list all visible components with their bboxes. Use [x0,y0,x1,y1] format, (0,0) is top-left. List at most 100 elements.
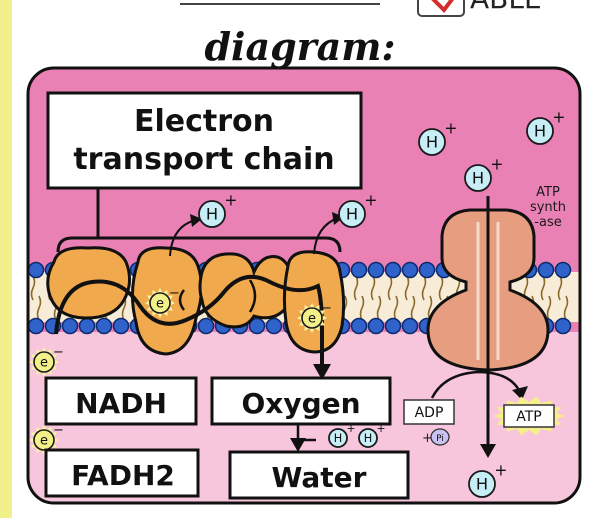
lipid-head [367,317,385,335]
lipid-tail [359,295,365,321]
header-partial-text: ABLE [470,0,542,15]
electron-charge: − [53,423,64,438]
oxygen-label: Oxygen [241,387,360,420]
lipid-head [554,261,572,279]
electron-symbol: e [308,312,316,327]
lipid-tail [376,295,382,321]
proton-charge: + [377,422,386,435]
lipid-head [197,317,215,335]
lipid-head [350,317,368,335]
lipid-head [28,261,45,279]
etc-bracket [56,188,342,253]
lipid-head [401,261,419,279]
lipid-tail [557,275,563,301]
atp-synthase-label-1: ATP [536,185,560,200]
electron-symbol: e [40,356,48,371]
electron: e− [145,286,180,318]
protein-complex-4 [282,250,346,354]
electron: e− [29,345,64,377]
lipid-tail [387,275,393,301]
lipid-tail [540,275,546,301]
proton-ions: H+H+H+H+H+H+H+H+ [198,109,565,498]
electron-path [54,274,324,335]
lipid-head [367,261,385,279]
cell-outline [26,66,582,505]
proton-symbol: H [206,204,218,223]
nadh-label: NADH [75,387,167,420]
adp-box [403,399,455,425]
lipid-head [401,317,419,335]
proton-charge: + [552,109,565,127]
proton-ion: H+ [418,120,457,156]
lipid-tail [404,275,410,301]
proton-ion: H+ [338,192,377,228]
fadh2-label: FADH2 [71,459,175,492]
proton-symbol: H [364,432,373,445]
electron: e− [29,423,64,455]
phosphate-label: Pi [436,434,444,444]
oxygen-to-water-arrowhead [290,438,306,452]
proton-ion: H+ [464,156,503,192]
proton-ion: H+ [358,422,386,448]
diagram-title: diagram: [204,24,395,69]
proton-charge: + [444,120,457,138]
lipid-tail [30,275,36,301]
atp-synthase-label-3: -ase [534,215,561,230]
pump-arrow-1-head [190,214,202,227]
etc-label-box [46,91,363,190]
electron-charge: − [53,345,64,360]
lipid-head [554,317,572,335]
pump-arrow-2-head [332,212,344,225]
lipid-tail [421,275,427,301]
lipid-head [265,317,283,335]
atp-label: ATP [516,409,541,425]
lipid-head [248,317,266,335]
lipid-head [418,261,436,279]
lipid-tail [410,295,416,321]
water-label: Water [272,461,367,494]
proton-symbol: H [334,432,343,445]
pi-plus: + [422,431,433,446]
electron-symbol: e [40,434,48,449]
proton-ion: H+ [198,192,237,228]
atp-box [503,404,555,428]
proton-symbol: H [426,132,438,151]
page-edge [0,0,12,518]
etc-label-line2: transport chain [73,142,334,177]
proton-charge: + [494,462,507,480]
lipid-tail [546,295,552,321]
adp-label: ADP [415,405,444,421]
electrons: e−e−e−e− [29,286,332,455]
oxygen-box [210,376,392,426]
phosphate-icon [430,428,450,446]
proton-symbol: H [534,121,546,140]
proton-charge: + [490,156,503,174]
lipid-head [384,261,402,279]
proton-charge: + [224,192,237,210]
proton-ion: H+ [468,462,507,498]
etc-label-line1: Electron [134,104,274,139]
fadh2-box [44,448,200,498]
lipid-tail [563,295,569,321]
lipid-head [537,261,555,279]
proton-ion: H+ [526,109,565,145]
proton-charge: + [347,422,356,435]
lipid-head [95,317,113,335]
lipid-head [61,317,79,335]
lipid-tail [427,295,433,321]
electron: e− [297,301,332,333]
adp-to-atp-arrow [430,370,522,399]
electron-charge: − [169,286,180,301]
proton-ion: H+ [328,422,356,448]
lipid-head [112,317,130,335]
proton-charge: + [364,192,377,210]
proton-symbol: H [346,204,358,223]
lipid-tail [353,275,359,301]
lipid-head [350,261,368,279]
adp-to-atp-arrowhead [512,386,528,400]
lipid-tail [370,275,376,301]
header-icon [417,0,465,17]
proton-symbol: H [476,474,488,493]
